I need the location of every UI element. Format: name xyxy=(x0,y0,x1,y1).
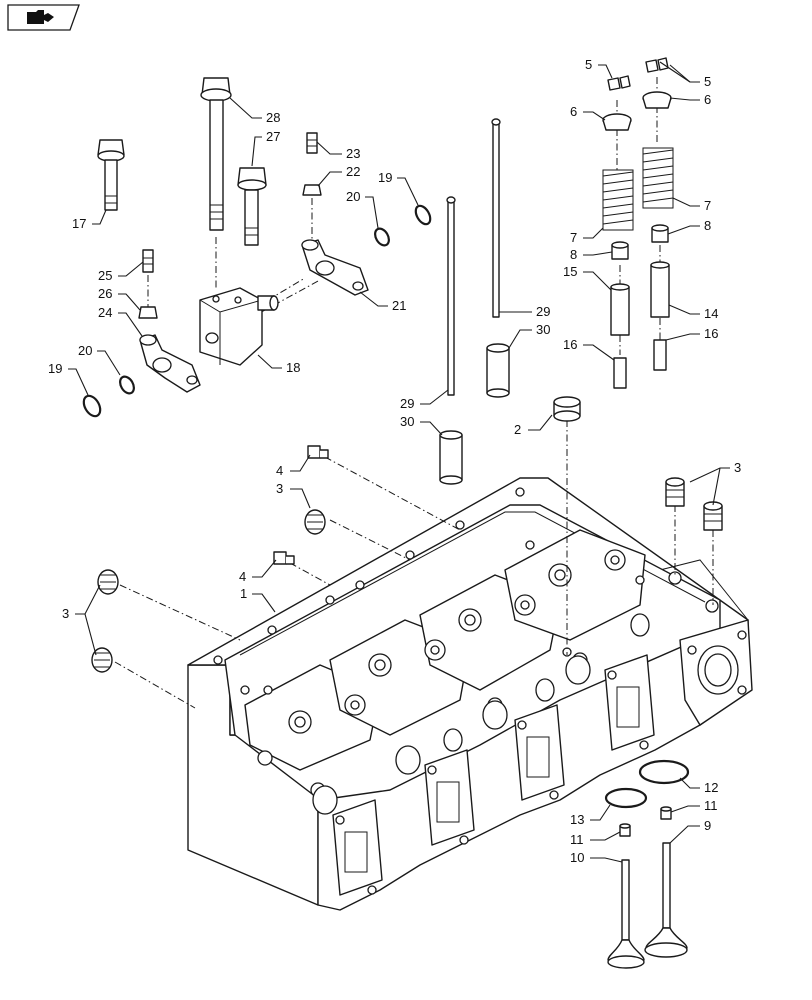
valve-seal-right xyxy=(651,224,669,243)
spring-retainer-right xyxy=(642,91,672,109)
medium-bolt xyxy=(237,167,267,246)
callout-11-right: 11 xyxy=(704,798,718,813)
callout-21: 21 xyxy=(392,298,406,313)
valve-spring-left xyxy=(602,169,634,231)
callout-23: 23 xyxy=(346,146,360,161)
adjusting-screw-left xyxy=(142,249,154,273)
callout-11-left: 11 xyxy=(570,832,584,847)
fitting-lower xyxy=(273,551,295,565)
callout-27: 27 xyxy=(266,129,280,144)
valve-intake xyxy=(644,842,688,958)
washer-right xyxy=(374,227,390,247)
folder-arrow-icon xyxy=(27,10,54,24)
callout-25: 25 xyxy=(98,268,112,283)
valve-seat-small xyxy=(604,787,648,809)
tappet-right xyxy=(486,343,510,398)
fitting-upper xyxy=(307,445,329,459)
tappet-left xyxy=(439,430,463,485)
callout-28: 28 xyxy=(266,110,280,125)
valve-guide-left xyxy=(610,283,630,336)
callout-3-right: 3 xyxy=(734,460,741,475)
insert-left-upper xyxy=(97,569,119,595)
callout-10: 10 xyxy=(570,850,584,865)
callout-14: 14 xyxy=(704,306,718,321)
circlip-left xyxy=(82,394,102,418)
callout-20-left: 20 xyxy=(78,343,92,358)
spring-retainer-left xyxy=(602,113,632,131)
rocker-arm-left xyxy=(139,334,201,393)
rocker-support xyxy=(199,287,279,366)
push-rod-right xyxy=(491,118,501,318)
callout-8-left: 8 xyxy=(570,247,577,262)
valve-cap-right xyxy=(660,806,672,820)
callout-22: 22 xyxy=(346,164,360,179)
callout-30-left: 30 xyxy=(400,414,414,429)
insert-left-lower xyxy=(91,647,113,673)
callout-5-left: 5 xyxy=(585,57,592,72)
lock-nut xyxy=(302,184,322,196)
callout-3-left: 3 xyxy=(62,606,69,621)
callout-30-right: 30 xyxy=(536,322,550,337)
callout-12: 12 xyxy=(704,780,718,795)
callout-19-left: 19 xyxy=(48,361,62,376)
valve-keepers-left xyxy=(607,75,631,91)
cylinder-head xyxy=(187,477,753,911)
callout-20-right: 20 xyxy=(346,189,360,204)
callout-4-lower: 4 xyxy=(239,569,246,584)
callout-18: 18 xyxy=(286,360,300,375)
callout-6-right: 6 xyxy=(704,92,711,107)
callout-16-right: 16 xyxy=(704,326,718,341)
valve-seat-large xyxy=(638,759,690,785)
callout-16-left: 16 xyxy=(563,337,577,352)
long-bolt xyxy=(200,77,232,231)
valve-spring-right xyxy=(642,147,674,209)
callout-labels: 1 2 3 3 3 4 4 5 5 6 6 7 7 8 8 9 10 11 11… xyxy=(48,57,741,865)
callout-9: 9 xyxy=(704,818,711,833)
callout-5-right: 5 xyxy=(704,74,711,89)
callout-13: 13 xyxy=(570,812,584,827)
insert-front xyxy=(304,509,326,535)
insert-right-b xyxy=(703,501,723,531)
callout-24: 24 xyxy=(98,305,112,320)
adjusting-screw xyxy=(306,132,318,154)
callout-6-left: 6 xyxy=(570,104,577,119)
navigation-button[interactable] xyxy=(7,4,80,31)
callout-7-right: 7 xyxy=(704,198,711,213)
callout-19-right: 19 xyxy=(378,170,392,185)
callout-2: 2 xyxy=(514,422,521,437)
valve-seal-left xyxy=(611,241,629,260)
circlip-right xyxy=(414,204,432,226)
rocker-arm-right xyxy=(301,239,369,296)
washer-left xyxy=(119,375,135,395)
callout-4-upper: 4 xyxy=(276,463,283,478)
lock-nut-left xyxy=(138,306,158,319)
callout-3-mid: 3 xyxy=(276,481,283,496)
valve-exhaust xyxy=(607,859,645,969)
valve-guide-right xyxy=(650,261,670,318)
guide-bush-left xyxy=(613,357,627,389)
short-bolt xyxy=(97,139,125,211)
push-rod-left xyxy=(446,196,456,396)
insert-right-a xyxy=(665,477,685,507)
valve-cap-left xyxy=(619,823,631,837)
cap-plug xyxy=(553,396,581,422)
guide-bush-right xyxy=(653,339,667,371)
callout-29-right: 29 xyxy=(536,304,550,319)
callout-26: 26 xyxy=(98,286,112,301)
callout-1: 1 xyxy=(240,586,247,601)
leader-lines xyxy=(68,61,730,863)
callout-8-right: 8 xyxy=(704,218,711,233)
callout-7-left: 7 xyxy=(570,230,577,245)
callout-17: 17 xyxy=(72,216,86,231)
callout-29-left: 29 xyxy=(400,396,414,411)
callout-15: 15 xyxy=(563,264,577,279)
